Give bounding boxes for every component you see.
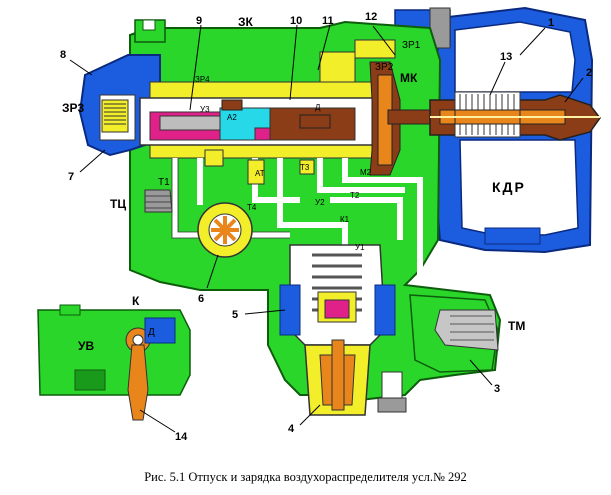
label-t4: Т4 [247, 203, 257, 212]
main-bore [139, 61, 439, 176]
callout-3: 3 [494, 383, 500, 395]
tm-filter [434, 309, 499, 351]
label-u2: У2 [315, 198, 325, 207]
label-u3: У3 [200, 105, 210, 114]
label-k1: К1 [340, 215, 350, 224]
label-t2: Т2 [350, 191, 360, 200]
label-at: АТ [255, 169, 265, 178]
callout-7: 7 [68, 171, 74, 183]
label-d-top: Д [315, 103, 321, 112]
valve-rod [429, 91, 601, 141]
label-kdr: КДР [492, 179, 526, 195]
label-tc: ТЦ [110, 197, 126, 211]
callout-14: 14 [175, 431, 188, 443]
label-a2: А2 [227, 113, 237, 122]
label-zr3: ЗР3 [62, 101, 85, 115]
bolts [377, 371, 407, 413]
label-mk: МК [400, 71, 418, 85]
inset-handle [37, 304, 191, 421]
callout-4: 4 [288, 423, 295, 435]
diagram-svg: ЗК ЗР1 ЗР2 МК ЗР4 ЗР3 У3 А2 Д Т1 АТ Т3 Т… [37, 6, 601, 443]
figure-caption: Рис. 5.1 Отпуск и зарядка воздухораспред… [144, 470, 467, 484]
label-d-inset: Д [148, 327, 155, 338]
label-zr1: ЗР1 [402, 40, 421, 51]
label-zr2: ЗР2 [375, 62, 394, 73]
label-k-inset: К [132, 294, 140, 308]
callout-1: 1 [548, 17, 554, 29]
label-u1: У1 [355, 243, 365, 252]
label-zk: ЗК [238, 15, 254, 29]
callout-13: 13 [500, 51, 512, 63]
lower-valve [279, 244, 396, 416]
label-uv: УВ [78, 339, 94, 353]
callout-10: 10 [290, 15, 302, 27]
yellow-ports [204, 149, 315, 185]
callout-12: 12 [365, 11, 377, 23]
callout-8: 8 [60, 49, 66, 61]
label-zr4: ЗР4 [195, 75, 210, 84]
callout-5: 5 [232, 309, 238, 321]
valve-6 [197, 202, 253, 258]
letter-labels: ЗК ЗР1 ЗР2 МК ЗР4 ЗР3 У3 А2 Д Т1 АТ Т3 Т… [62, 15, 526, 353]
label-t3: Т3 [300, 163, 310, 172]
label-tm: ТМ [508, 319, 525, 333]
callout-6: 6 [198, 293, 204, 305]
label-t1: Т1 [158, 177, 170, 188]
callout-9: 9 [196, 15, 202, 27]
callout-2: 2 [586, 67, 592, 79]
callout-11: 11 [322, 15, 334, 27]
label-m2: М2 [360, 168, 372, 177]
callouts: 1 2 3 4 5 6 7 8 9 10 11 12 13 14 [60, 11, 592, 443]
tc-filter [144, 189, 173, 213]
